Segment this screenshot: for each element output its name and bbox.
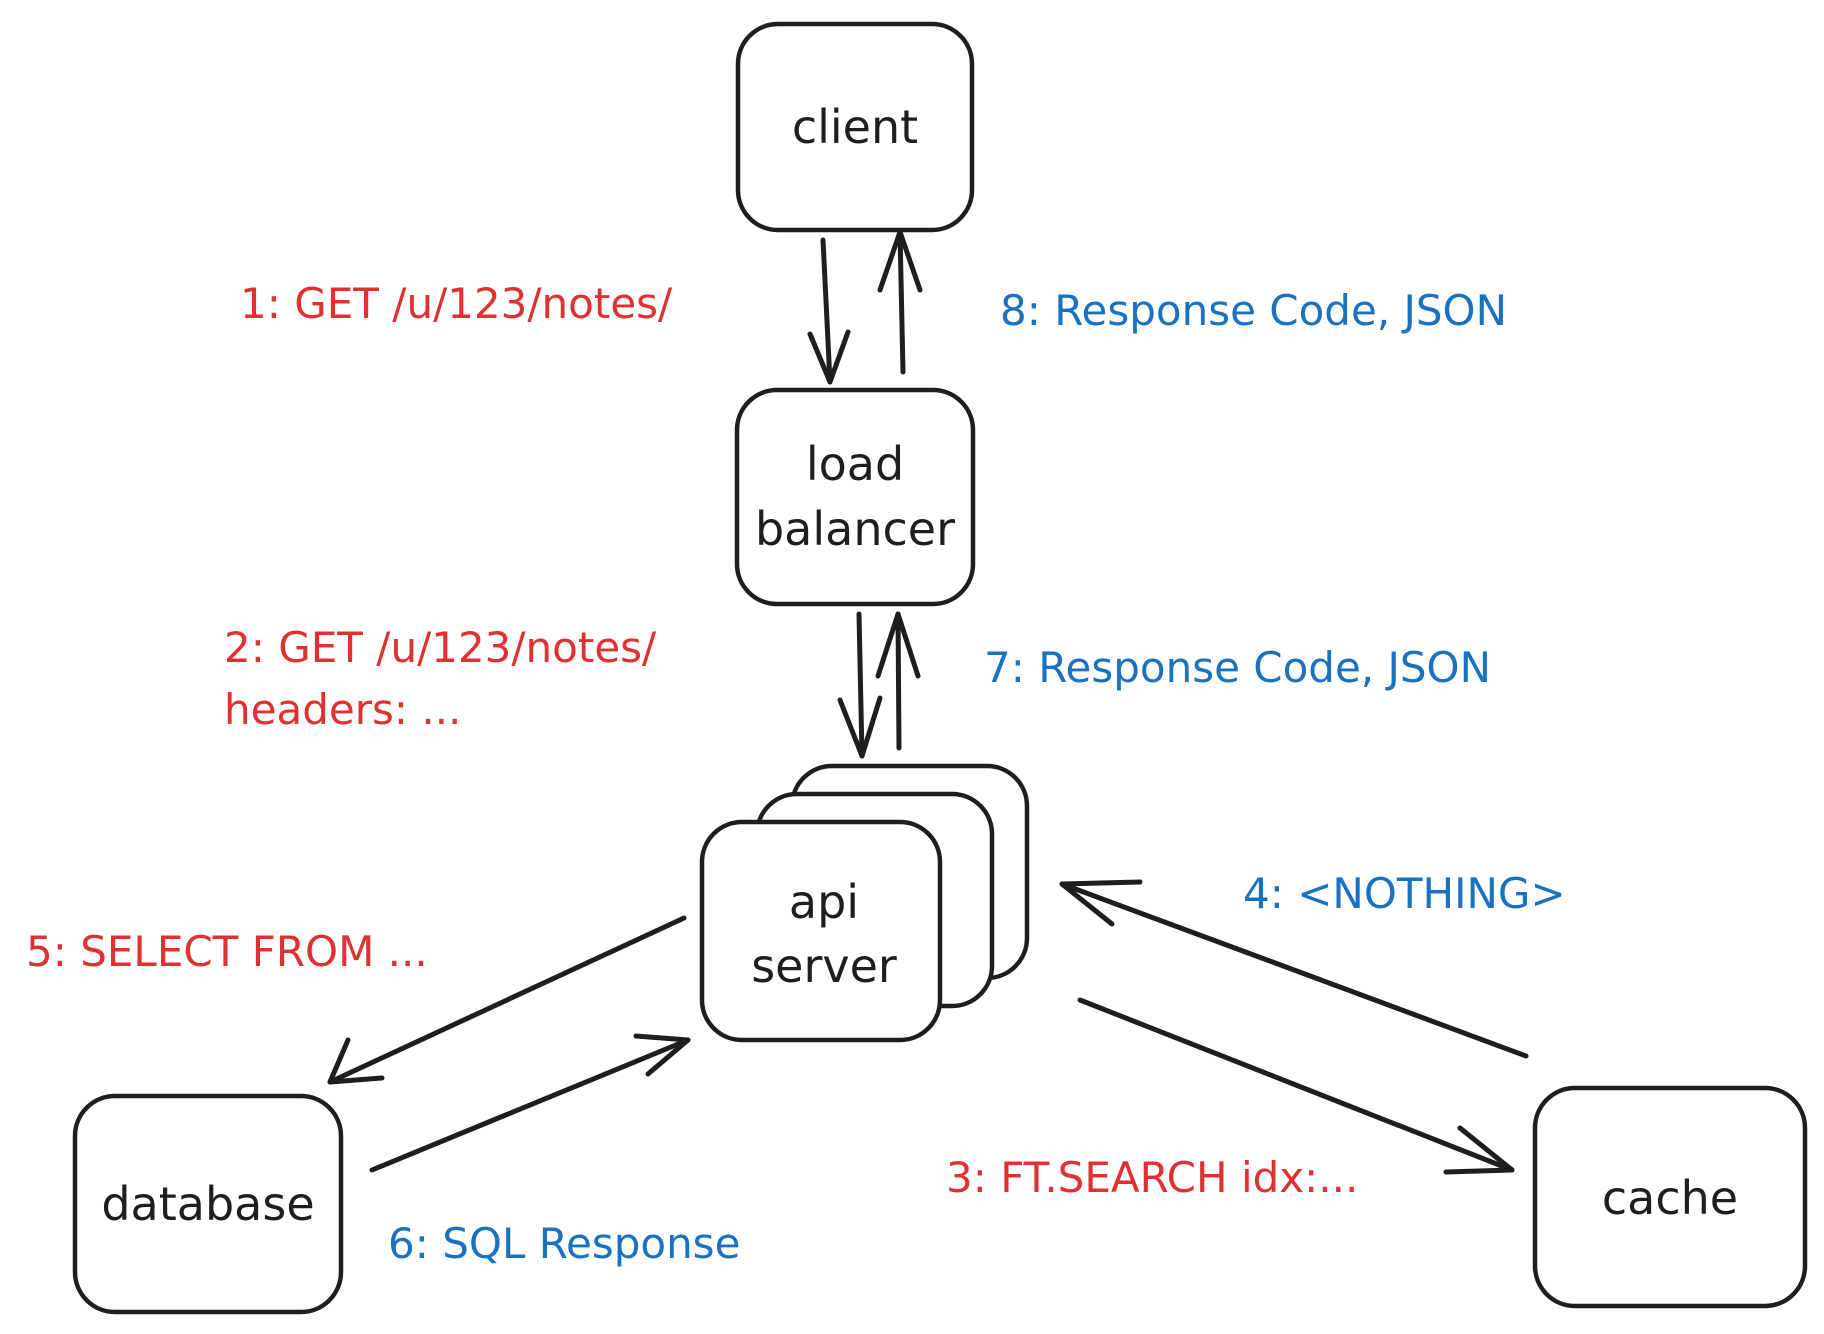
client-label: client bbox=[792, 100, 918, 154]
step8-label: 8: Response Code, JSON bbox=[1000, 286, 1507, 335]
step7-label: 7: Response Code, JSON bbox=[984, 643, 1491, 692]
api-server-label-line2: server bbox=[751, 939, 897, 993]
step4-label: 4: <NOTHING> bbox=[1243, 869, 1566, 918]
arrow-step8 bbox=[877, 229, 923, 375]
cache-label: cache bbox=[1602, 1171, 1738, 1225]
api-server-instance-front bbox=[699, 819, 943, 1043]
arrow-step3 bbox=[1077, 997, 1515, 1175]
arrow-step7 bbox=[875, 611, 921, 751]
database-label: database bbox=[101, 1177, 314, 1231]
load-balancer-label-line2: balancer bbox=[755, 502, 955, 556]
arrow-step2 bbox=[837, 611, 883, 759]
load-balancer-label-line1: load bbox=[806, 437, 904, 491]
arrow-step4 bbox=[1059, 879, 1529, 1059]
arrow-step5 bbox=[327, 915, 687, 1085]
step3-label: 3: FT.SEARCH idx:... bbox=[946, 1153, 1358, 1202]
step2-label-line1: 2: GET /u/123/notes/ bbox=[224, 623, 657, 672]
load-balancer-node[interactable]: load balancer bbox=[734, 387, 976, 607]
cache-node[interactable]: cache bbox=[1532, 1085, 1808, 1309]
client-node[interactable]: client bbox=[735, 21, 975, 233]
step2-label-line2: headers: ... bbox=[224, 685, 461, 734]
arrow-step6 bbox=[369, 1033, 691, 1173]
step1-label: 1: GET /u/123/notes/ bbox=[240, 279, 673, 328]
step6-label: 6: SQL Response bbox=[388, 1219, 740, 1268]
database-node[interactable]: database bbox=[72, 1093, 344, 1315]
api-server-stack[interactable]: api server bbox=[699, 763, 1030, 1043]
arrow-step1 bbox=[807, 237, 851, 385]
step5-label: 5: SELECT FROM ... bbox=[26, 927, 428, 976]
api-server-label-line1: api bbox=[789, 875, 859, 929]
